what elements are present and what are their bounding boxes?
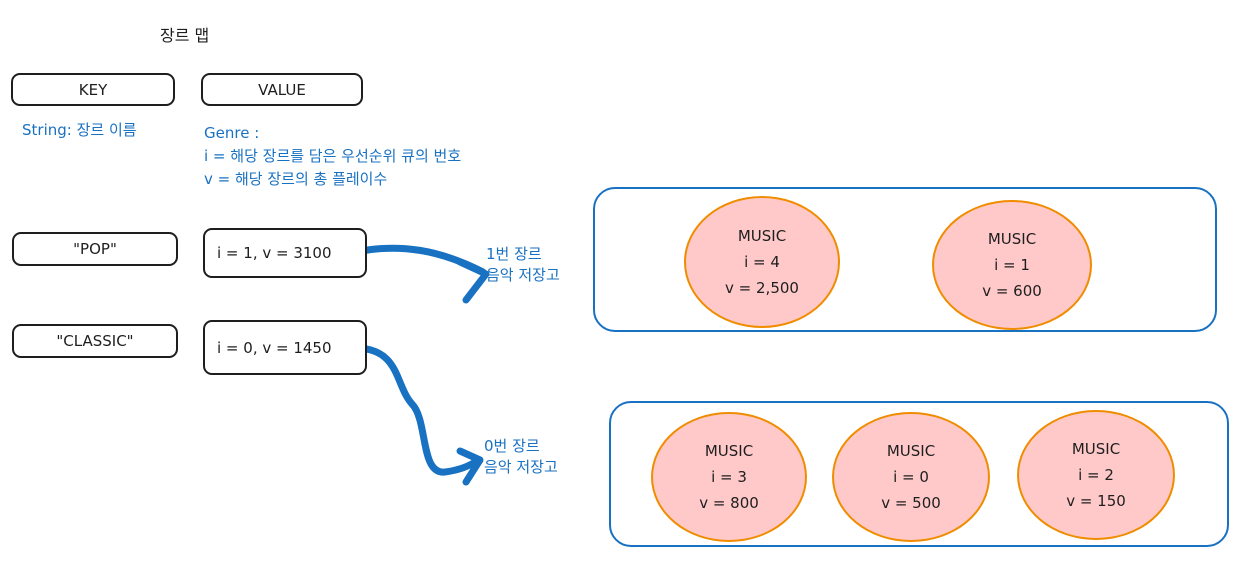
value-v-line: v = 해당 장르의 총 플레이수 bbox=[204, 170, 388, 188]
music-i: i = 2 bbox=[1078, 466, 1114, 484]
store-label-genre1: 1번 장르 음악 저장고 bbox=[486, 244, 560, 286]
music-i: i = 4 bbox=[744, 253, 780, 271]
music-store-genre0 bbox=[609, 401, 1229, 547]
music-node: MUSIC i = 0 v = 500 bbox=[832, 412, 990, 542]
music-v: v = 150 bbox=[1066, 492, 1126, 510]
store-label-line2: 음악 저장고 bbox=[486, 266, 560, 284]
diagram-title: 장르 맵 bbox=[160, 26, 210, 45]
music-store-genre1 bbox=[593, 187, 1217, 332]
store-label-genre0: 0번 장르 음악 저장고 bbox=[484, 436, 558, 478]
value-i-line: i = 해당 장르를 담은 우선순위 큐의 번호 bbox=[204, 147, 462, 165]
value-type-line: Genre : bbox=[204, 124, 260, 142]
store-label-line1: 1번 장르 bbox=[486, 245, 542, 263]
value-type-note: Genre : i = 해당 장르를 담은 우선순위 큐의 번호 v = 해당 … bbox=[204, 122, 461, 191]
music-v: v = 600 bbox=[982, 282, 1042, 300]
music-i: i = 1 bbox=[994, 256, 1030, 274]
music-i: i = 0 bbox=[893, 468, 929, 486]
arrow-classic-to-store0 bbox=[354, 344, 482, 476]
store-label-line2: 음악 저장고 bbox=[484, 458, 558, 476]
arrowhead-classic bbox=[456, 447, 484, 486]
value-header-box: VALUE bbox=[201, 73, 363, 106]
value-box-classic: i = 0, v = 1450 bbox=[203, 320, 367, 375]
music-node: MUSIC i = 1 v = 600 bbox=[932, 200, 1092, 330]
music-name: MUSIC bbox=[704, 442, 754, 460]
key-box-classic: "CLASSIC" bbox=[12, 324, 178, 358]
music-node: MUSIC i = 3 v = 800 bbox=[651, 412, 807, 542]
music-v: v = 2,500 bbox=[725, 279, 799, 297]
music-i: i = 3 bbox=[711, 468, 747, 486]
music-name: MUSIC bbox=[886, 442, 936, 460]
music-name: MUSIC bbox=[1071, 440, 1121, 458]
key-type-note: String: 장르 이름 bbox=[22, 121, 137, 139]
arrowhead-pop bbox=[456, 258, 490, 304]
music-name: MUSIC bbox=[737, 227, 787, 245]
value-box-pop: i = 1, v = 3100 bbox=[203, 228, 367, 278]
store-label-line1: 0번 장르 bbox=[484, 437, 540, 455]
music-name: MUSIC bbox=[987, 230, 1037, 248]
key-box-pop: "POP" bbox=[12, 232, 178, 266]
music-v: v = 500 bbox=[881, 494, 941, 512]
music-node: MUSIC i = 4 v = 2,500 bbox=[684, 196, 840, 328]
music-v: v = 800 bbox=[699, 494, 759, 512]
key-header-box: KEY bbox=[11, 73, 175, 106]
music-node: MUSIC i = 2 v = 150 bbox=[1017, 410, 1175, 540]
